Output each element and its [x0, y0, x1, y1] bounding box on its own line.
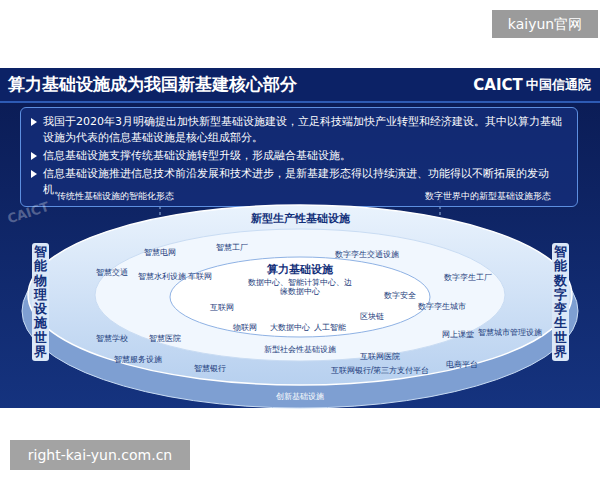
item-label: 数字孪生城市 — [418, 302, 466, 311]
item-label: 大数据中心 — [270, 323, 310, 332]
core-detail: 数据中心、智能计算中心、边缘数据中心 — [245, 278, 355, 296]
ring-label: 新型生产性基础设施 — [251, 213, 350, 226]
item-label: 数字孪生交通设施 — [335, 250, 399, 259]
item-label: 区块链 — [360, 312, 384, 321]
item-label: 互联网 — [210, 303, 234, 312]
vertical-heading: 智能物理设施世界 — [32, 243, 49, 361]
item-label: 数字孪生工厂 — [444, 273, 492, 282]
item-label: 网上课堂 — [442, 330, 474, 339]
bullet-arrow — [31, 152, 37, 160]
outer-ellipse: 新型生产性基础设施新型社会性基础设施创新基础设施 算力基础设施数据中心、智能计算中… — [20, 195, 580, 410]
item-label: 互联网银行/第三方支付平台 — [331, 366, 430, 375]
slide-title: 算力基础设施成为我国新基建核心部分 — [8, 75, 297, 95]
item-label: 电商平台 — [446, 360, 478, 369]
item-label: 物联网 — [233, 323, 257, 332]
ring-label: 新型社会性基础设施 — [264, 345, 336, 354]
watermark: right-kai-yun.com.cn — [28, 447, 172, 463]
bullet-text: 我国于2020年3月明确提出加快新型基础设施建设，立足科技端加快产业转型和经济建… — [43, 114, 567, 146]
item-label: 智慧医院 — [149, 334, 181, 343]
item-label: 智慧工厂 — [216, 243, 248, 252]
bullet-arrow — [31, 170, 37, 178]
band-label: 创新基础设施 — [276, 392, 324, 401]
item-label: 人工智能 — [314, 323, 346, 332]
logo: 中国信通院 — [526, 78, 591, 93]
item-label: 智慧服务设施 — [114, 355, 162, 364]
core-title: 算力基础设施 — [267, 264, 333, 277]
watermark: kaiyun官网 — [508, 16, 582, 32]
section-heading: 数字世界中的新型基础设施形态 — [425, 191, 551, 201]
item-label: 数字安全 — [384, 291, 416, 300]
item-label: 智慧水利设施 — [138, 272, 186, 281]
logo: CAICT — [473, 77, 522, 94]
bullet-text: 信息基础设施支撑传统基础设施转型升级，形成融合基础设施。 — [43, 148, 351, 164]
item-label: 智慧学校 — [96, 334, 128, 343]
section-heading: 传统性基础设施的智能化形态 — [57, 191, 174, 201]
item-label: 智慧交通 — [96, 268, 128, 277]
item-label: 智慧城市管理设施 — [478, 328, 542, 337]
item-label: 互联网医院 — [360, 352, 400, 361]
bullet-row: 信息基础设施支撑传统基础设施转型升级，形成融合基础设施。 — [31, 148, 567, 164]
item-label: 车联网 — [188, 272, 212, 281]
bullet-row: 我国于2020年3月明确提出加快新型基础设施建设，立足科技端加快产业转型和经济建… — [31, 114, 567, 146]
item-label: 智慧电网 — [144, 248, 176, 257]
item-label: 智慧银行 — [194, 364, 226, 373]
vertical-heading: 智能数字孪生世界 — [552, 243, 569, 361]
bullet-arrow — [31, 118, 37, 126]
